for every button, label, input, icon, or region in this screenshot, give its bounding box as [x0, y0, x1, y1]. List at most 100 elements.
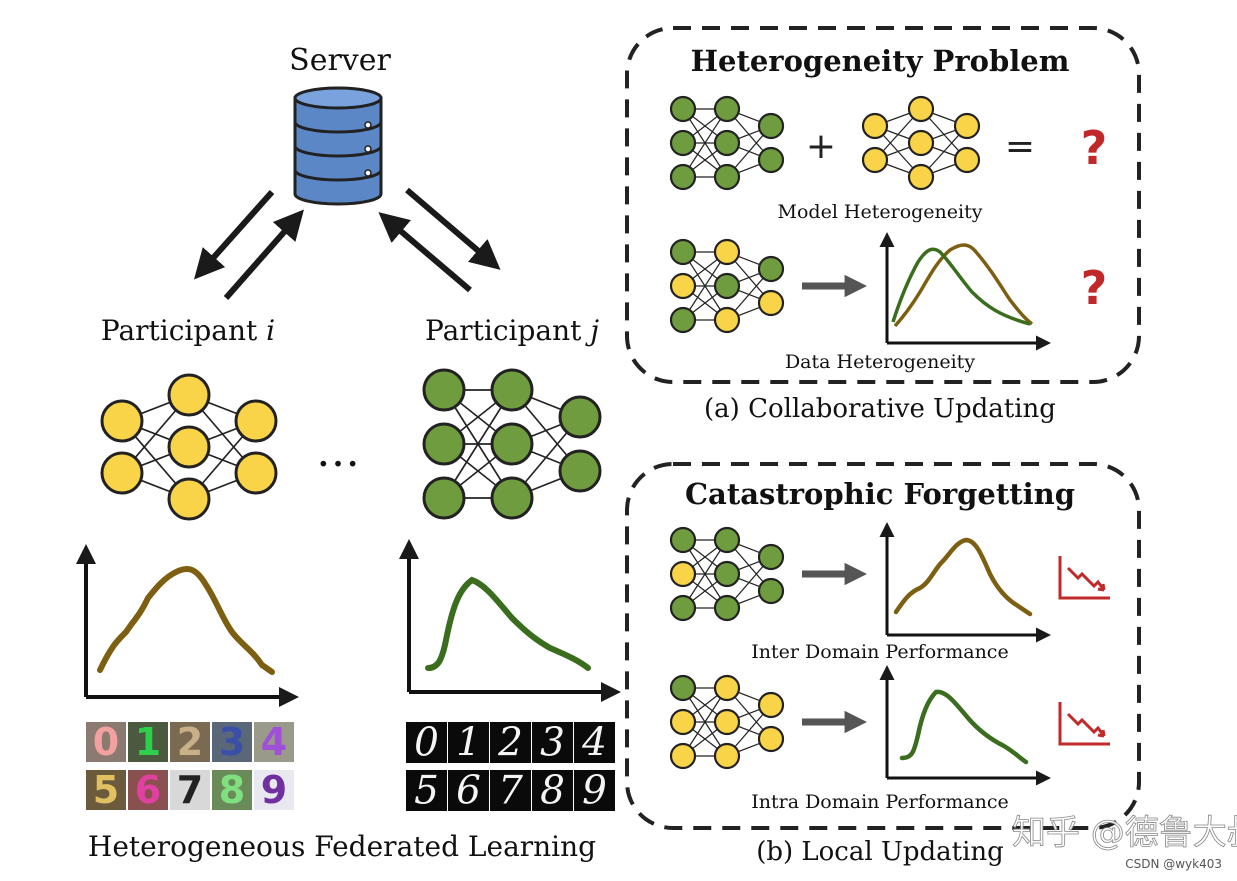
participant-j-network: [422, 368, 602, 520]
inter-domain-chart: [879, 522, 1051, 643]
heterogeneity-problem-box: [625, 26, 1141, 384]
intra-domain-label: Intra Domain Performance: [751, 791, 1008, 813]
network-node: [713, 560, 741, 588]
digit-label: 2: [177, 720, 203, 764]
network-node: [757, 543, 785, 571]
watermark-zhihu: 知乎 @德鲁大叔: [1012, 813, 1237, 853]
digit-tile: [254, 770, 294, 810]
server-database-icon: [293, 86, 383, 206]
network-node: [669, 238, 697, 266]
digit-tile: [254, 722, 294, 762]
digit-tile: [406, 722, 447, 763]
digit-label: 3: [540, 721, 565, 766]
network-node: [167, 477, 211, 521]
digit-label: 5: [414, 769, 439, 814]
network-edge: [682, 687, 728, 757]
digit-tile: [212, 722, 252, 762]
digit-tile: [490, 770, 531, 811]
network-node: [490, 422, 534, 466]
data-heterogeneity-label: Data Heterogeneity: [785, 351, 975, 373]
network-node: [669, 708, 697, 736]
intra-domain-curve: [899, 689, 1029, 765]
network-node: [713, 742, 741, 770]
upload-download-arrows: [194, 187, 501, 300]
digit-tile: [406, 770, 447, 811]
network-node: [713, 95, 741, 123]
data-heterogeneity-chart: [879, 232, 1051, 351]
network-node: [558, 395, 602, 439]
network-node: [234, 399, 278, 443]
watermark-csdn: CSDN @wyk403: [1125, 857, 1222, 871]
digit-tile: [532, 770, 573, 811]
network-node: [861, 146, 889, 174]
digit-label: 8: [540, 769, 565, 814]
server-label: Server: [289, 43, 391, 78]
network-node: [757, 255, 785, 283]
network-node: [953, 112, 981, 140]
network-node: [669, 560, 697, 588]
digit-tile: [170, 722, 210, 762]
intra-domain-network: [669, 674, 785, 770]
network-node: [757, 112, 785, 140]
question-mark-model: ?: [1081, 121, 1108, 175]
digit-tile: [574, 770, 615, 811]
digit-tile: [212, 770, 252, 810]
digit-tile: [490, 722, 531, 763]
network-node: [713, 272, 741, 300]
digit-label: 4: [581, 721, 607, 766]
catastrophic-forgetting-box: [625, 462, 1141, 830]
network-node: [669, 594, 697, 622]
digit-label: 4: [261, 720, 287, 764]
arrow-server-to-j: [405, 187, 501, 270]
digit-tile: [448, 770, 489, 811]
participant-i-distribution-chart: [76, 544, 299, 707]
digit-label: 6: [135, 768, 161, 812]
digit-label: 9: [261, 768, 287, 812]
network-node: [422, 368, 466, 412]
network-node: [669, 674, 697, 702]
network-node: [861, 112, 889, 140]
participant-i-label: Participant i: [101, 314, 275, 347]
question-mark-data: ?: [1081, 261, 1108, 315]
network-node: [757, 577, 785, 605]
intra-domain-chart: [879, 665, 1051, 786]
digit-label: 0: [414, 721, 439, 766]
digit-label: 5: [93, 768, 119, 812]
ellipsis: …: [316, 426, 360, 477]
digit-label: 1: [135, 720, 161, 764]
digit-tile: [170, 770, 210, 810]
network-node: [167, 373, 211, 417]
network-node: [490, 368, 534, 412]
network-node: [713, 526, 741, 554]
network-node: [100, 451, 144, 495]
curve-olive: [893, 243, 1034, 328]
digit-tile: [532, 722, 573, 763]
digit-tile: [128, 722, 168, 762]
network-node: [713, 674, 741, 702]
network-node: [422, 476, 466, 520]
digit-label: 8: [219, 768, 245, 812]
network-node: [713, 708, 741, 736]
network-edge: [682, 539, 728, 609]
digit-tile: [86, 770, 126, 810]
network-node: [669, 742, 697, 770]
network-node: [167, 425, 211, 469]
equals-sign: =: [1005, 126, 1035, 167]
network-node: [713, 163, 741, 191]
data-heterogeneity-network: [669, 238, 785, 334]
heterogeneity-title: Heterogeneity Problem: [691, 44, 1070, 78]
network-edge: [682, 251, 728, 321]
inter-domain-network: [669, 526, 785, 622]
arrow-j-to-server: [378, 212, 472, 293]
local-updating-caption: (b) Local Updating: [756, 837, 1004, 867]
network-node: [713, 129, 741, 157]
network-node: [713, 238, 741, 266]
forgetting-title: Catastrophic Forgetting: [685, 477, 1075, 511]
digit-label: 1: [456, 721, 481, 766]
digit-label: 9: [582, 769, 607, 814]
network-node: [669, 526, 697, 554]
inter-domain-label: Inter Domain Performance: [751, 641, 1008, 663]
